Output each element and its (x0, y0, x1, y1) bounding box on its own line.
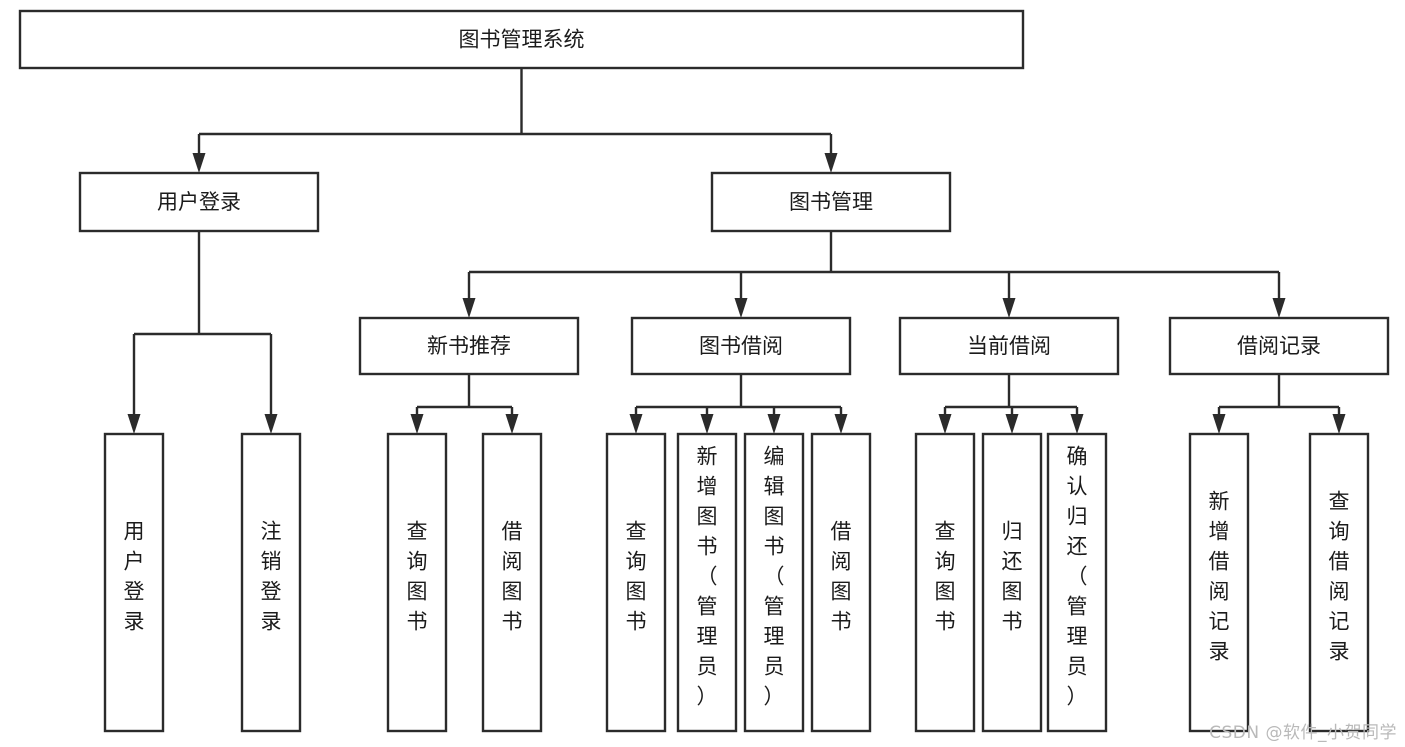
arrow-head-icon (192, 153, 206, 173)
arrow-head-icon (1070, 414, 1084, 434)
node-leaf-borrow-book-1[interactable]: 借阅图书 (481, 432, 543, 733)
node-l1-user-login[interactable]: 用户登录 (78, 171, 320, 233)
node-leaf-add-book[interactable]: 新增图书（管理员） (676, 432, 738, 733)
node-l1-book-manage[interactable]: 图书管理 (710, 171, 952, 233)
node-leaf-edit-book[interactable]: 编辑图书（管理员） (743, 432, 805, 733)
node-box (743, 432, 805, 733)
node-box (605, 432, 667, 733)
node-label: 新增借阅记录 (1209, 490, 1230, 664)
node-box (898, 316, 1120, 376)
node-leaf-query-book-1[interactable]: 查询图书 (386, 432, 448, 733)
arrow-head-icon (462, 298, 476, 318)
node-leaf-logout[interactable]: 注销登录 (240, 432, 302, 733)
arrow-head-icon (1005, 414, 1019, 434)
node-l2-current-borrow[interactable]: 当前借阅 (898, 316, 1120, 376)
node-label: 查询图书 (935, 520, 956, 634)
arrow-head-icon (767, 414, 781, 434)
node-box (358, 316, 580, 376)
node-label: 新增图书（管理员） (697, 445, 718, 709)
node-box (810, 432, 872, 733)
node-box (914, 432, 976, 733)
node-label: 注销登录 (261, 520, 282, 634)
arrow-head-icon (834, 414, 848, 434)
node-leaf-add-borrow-record[interactable]: 新增借阅记录 (1188, 432, 1250, 733)
node-box (710, 171, 952, 233)
node-box (18, 9, 1025, 70)
node-box (78, 171, 320, 233)
node-l2-new-book-recommend[interactable]: 新书推荐 (358, 316, 580, 376)
node-box (981, 432, 1043, 733)
arrow-head-icon (734, 298, 748, 318)
connector-layer (127, 68, 1346, 434)
node-l2-book-borrow[interactable]: 图书借阅 (630, 316, 852, 376)
node-label: 查询借阅记录 (1329, 490, 1350, 664)
node-label: 用户登录 (157, 190, 241, 214)
node-leaf-user-login[interactable]: 用户登录 (103, 432, 165, 733)
node-label: 确认归还（管理员） (1067, 445, 1088, 709)
node-box (103, 432, 165, 733)
node-box (676, 432, 738, 733)
node-leaf-return-book[interactable]: 归还图书 (981, 432, 1043, 733)
node-leaf-query-book-2[interactable]: 查询图书 (605, 432, 667, 733)
node-label: 编辑图书（管理员） (764, 445, 785, 709)
node-label: 查询图书 (626, 520, 647, 634)
node-box (1046, 432, 1108, 733)
node-label: 图书管理系统 (459, 28, 585, 52)
arrow-head-icon (938, 414, 952, 434)
watermark-label: CSDN @软件_小贺同学 (1209, 723, 1397, 743)
node-label: 借阅图书 (831, 520, 852, 634)
node-box (481, 432, 543, 733)
node-label: 用户登录 (124, 520, 145, 634)
node-l2-borrow-record[interactable]: 借阅记录 (1168, 316, 1390, 376)
arrow-head-icon (1002, 298, 1016, 318)
node-label: 借阅图书 (502, 520, 523, 634)
arrow-head-icon (1212, 414, 1226, 434)
node-leaf-confirm-return[interactable]: 确认归还（管理员） (1046, 432, 1108, 733)
arrow-head-icon (264, 414, 278, 434)
node-box (386, 432, 448, 733)
node-label: 图书管理 (789, 190, 873, 214)
arrow-head-icon (410, 414, 424, 434)
node-label: 图书借阅 (699, 334, 783, 358)
node-label: 借阅记录 (1237, 334, 1321, 358)
node-leaf-borrow-book-2[interactable]: 借阅图书 (810, 432, 872, 733)
node-label: 归还图书 (1002, 520, 1023, 634)
node-leaf-query-borrow-record[interactable]: 查询借阅记录 (1308, 432, 1370, 733)
arrow-head-icon (824, 153, 838, 173)
node-box (630, 316, 852, 376)
node-root-root[interactable]: 图书管理系统 (18, 9, 1025, 70)
arrow-head-icon (505, 414, 519, 434)
arrow-head-icon (700, 414, 714, 434)
node-label: 新书推荐 (427, 334, 511, 358)
arrow-head-icon (1332, 414, 1346, 434)
node-label: 当前借阅 (967, 334, 1051, 358)
node-box (1308, 432, 1370, 733)
node-box (1188, 432, 1250, 733)
arrow-head-icon (127, 414, 141, 434)
node-box (1168, 316, 1390, 376)
node-label: 查询图书 (407, 520, 428, 634)
arrow-head-icon (629, 414, 643, 434)
node-leaf-query-book-3[interactable]: 查询图书 (914, 432, 976, 733)
arrow-head-icon (1272, 298, 1286, 318)
node-box (240, 432, 302, 733)
